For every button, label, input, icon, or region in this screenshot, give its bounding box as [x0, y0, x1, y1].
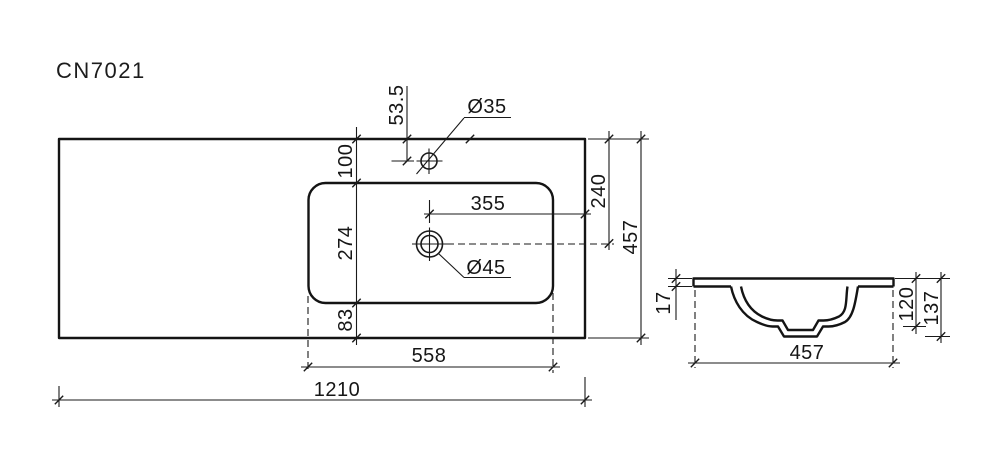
dim-side-width-label: 457 [790, 342, 825, 364]
dim-line [391, 86, 414, 162]
dim-ticks [351, 134, 362, 343]
dim-ticks [303, 362, 558, 372]
side-view: 17 457 120 137 [653, 269, 950, 368]
dim-ticks [424, 209, 590, 219]
dim-overall-width: 1210 [52, 377, 592, 407]
dim-faucet-diameter: Ø35 [416, 96, 511, 175]
dim-heights: 120 137 [895, 272, 950, 343]
dim-stack-basin-vertical: 100 274 83 [335, 127, 362, 345]
dim-overall-height-label: 137 [921, 291, 943, 326]
dim-ticks [54, 395, 590, 405]
dim-overall-depth-label: 457 [620, 220, 642, 255]
dim-basin-front-offset-label: 83 [335, 308, 357, 331]
dim-basin-depth-label: 274 [335, 226, 357, 261]
dim-drain-back-offset-label: 240 [588, 174, 610, 209]
dim-ticks [402, 134, 412, 166]
drain-hole [412, 227, 447, 261]
dim-basin-back-offset-label: 100 [335, 144, 357, 179]
dim-bowl-depth-label: 120 [896, 287, 918, 322]
faucet-hole-crosshair [416, 148, 443, 174]
dim-faucet-offset-label: 53.5 [386, 85, 408, 126]
basin-outline [307, 181, 555, 305]
countertop-outline [57, 137, 587, 340]
drain-hole-crosshair [412, 227, 447, 261]
dim-side-width: 457 [688, 342, 900, 368]
faucet-hole [416, 148, 443, 174]
dim-lines [895, 272, 950, 343]
model-number-label: CN7021 [56, 58, 146, 83]
dim-basin-width-label: 558 [412, 345, 447, 367]
dim-ticks [690, 358, 898, 368]
dim-line [52, 377, 592, 407]
bowl-outer-wall [729, 286, 860, 338]
dim-drain-back-offset: 240 457 [588, 131, 649, 345]
top-view: 53.5 Ø35 100 274 83 355 Ø45 [52, 85, 649, 407]
dim-faucet-diameter-label: Ø35 [467, 96, 506, 118]
bowl-inner-wall [739, 286, 849, 332]
leader-tick [465, 134, 475, 144]
dim-drain-right-offset: 355 [424, 193, 591, 223]
leader-line [438, 253, 511, 279]
dim-rim-thickness: 17 [653, 269, 692, 320]
dim-drain-diameter-label: Ø45 [466, 257, 505, 279]
dim-ticks [911, 273, 946, 342]
dim-overall-width-label: 1210 [314, 379, 361, 401]
dim-faucet-offset: 53.5 [386, 85, 414, 166]
rim-slab-outline [692, 277, 895, 288]
dim-line [424, 200, 591, 223]
dim-lines [588, 131, 649, 345]
dim-drain-diameter: Ø45 [438, 253, 511, 279]
dim-rim-thickness-label: 17 [653, 291, 675, 314]
dim-drain-right-offset-label: 355 [471, 193, 506, 215]
dim-basin-width: 558 [301, 345, 560, 372]
dim-line [668, 269, 692, 320]
dim-ticks [604, 134, 646, 343]
leader-line [416, 116, 511, 175]
dim-ticks [671, 273, 681, 292]
